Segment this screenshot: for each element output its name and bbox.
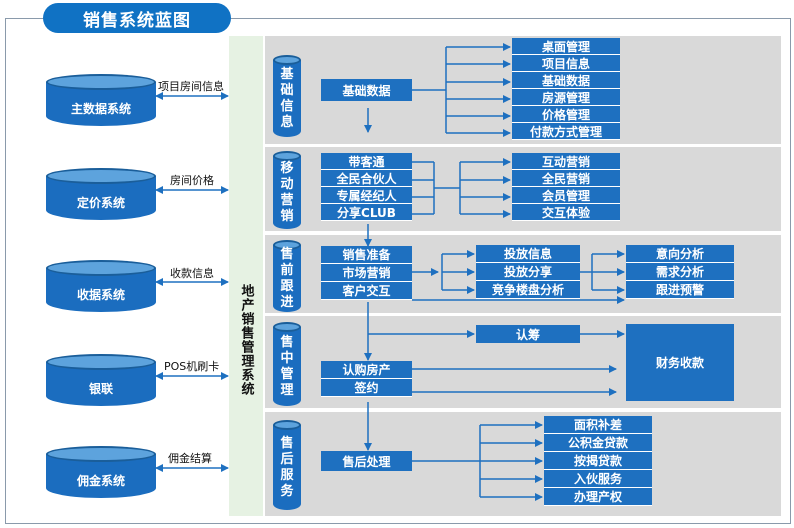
subscribe-box: 认筹 xyxy=(476,325,580,343)
pre-sale-middle-item: 竞争楼盘分析 xyxy=(476,281,580,299)
mobile-output-item: 交互体验 xyxy=(512,204,620,221)
external-system-label: 收据系统 xyxy=(76,287,125,302)
pre-sale-output-item: 跟进预警 xyxy=(626,281,734,299)
mobile-input-item: 分享CLUB xyxy=(321,204,412,221)
external-system-pricing: 定价系统 xyxy=(46,168,156,220)
pre-sale-output-item: 意向分析 xyxy=(626,245,734,263)
basic-output-item: 桌面管理 xyxy=(512,38,620,55)
basic-output-item: 项目信息 xyxy=(512,55,620,72)
external-system-receipt: 收据系统 xyxy=(46,260,156,312)
center-system-column xyxy=(229,36,263,516)
pre-sale-input-item: 客户交互 xyxy=(321,282,412,300)
mobile-input-item: 全民合伙人 xyxy=(321,170,412,187)
pre-sale-middle-item: 投放信息 xyxy=(476,245,580,263)
section-pre-sale-label: 售前跟进 xyxy=(273,240,301,312)
pre-sale-input-item: 市场营销 xyxy=(321,264,412,282)
external-system-label: 定价系统 xyxy=(76,195,125,210)
center-system-label: 地产销售管理系统 xyxy=(238,284,254,396)
section-label-text: 售后服务 xyxy=(280,436,294,499)
external-system-label: 佣金系统 xyxy=(76,473,125,488)
section-label-text: 移动营销 xyxy=(280,161,294,224)
pre-sale-input-item: 销售准备 xyxy=(321,246,412,264)
after-sale-output-item: 面积补差 xyxy=(544,416,652,434)
after-sale-output-item: 公积金贷款 xyxy=(544,434,652,452)
pre-sale-middle-item: 投放分享 xyxy=(476,263,580,281)
external-system-label: 主数据系统 xyxy=(70,101,131,116)
interface-label: 收款信息 xyxy=(170,267,214,280)
after-sale-output-item: 按揭贷款 xyxy=(544,452,652,470)
mobile-input-item: 专属经纪人 xyxy=(321,187,412,204)
external-system-unionpay: 银联 xyxy=(46,354,156,406)
interface-label: 佣金结算 xyxy=(168,452,212,465)
section-mobile-label: 移动营销 xyxy=(273,151,301,229)
section-label-text: 基础信息 xyxy=(280,67,294,130)
basic-data-input: 基础数据 xyxy=(321,79,412,101)
interface-label: 房间价格 xyxy=(170,174,214,187)
basic-output-item: 房源管理 xyxy=(512,89,620,106)
basic-output-item: 价格管理 xyxy=(512,106,620,123)
mobile-output-item: 互动营销 xyxy=(512,153,620,170)
external-system-label: 银联 xyxy=(88,381,113,396)
external-system-master-data: 主数据系统 xyxy=(46,74,156,126)
section-label-text: 售中管理 xyxy=(280,335,294,398)
external-system-commission: 佣金系统 xyxy=(46,446,156,498)
mobile-output-item: 会员管理 xyxy=(512,187,620,204)
mobile-input-item: 带客通 xyxy=(321,153,412,170)
basic-output-item: 基础数据 xyxy=(512,72,620,89)
section-after-sale-label: 售后服务 xyxy=(273,420,301,510)
mobile-output-item: 全民营销 xyxy=(512,170,620,187)
in-sale-input-item: 签约 xyxy=(321,379,412,397)
basic-output-item: 付款方式管理 xyxy=(512,123,620,140)
pre-sale-output-item: 需求分析 xyxy=(626,263,734,281)
in-sale-input-item: 认购房产 xyxy=(321,361,412,379)
finance-collection-box: 财务收款 xyxy=(626,324,734,401)
diagram-title: 销售系统蓝图 xyxy=(43,3,231,33)
interface-label: POS机刷卡 xyxy=(164,360,220,373)
section-basic-label: 基础信息 xyxy=(273,55,301,137)
diagram-frame xyxy=(5,18,791,524)
after-sale-input: 售后处理 xyxy=(321,451,412,471)
after-sale-output-item: 办理产权 xyxy=(544,488,652,506)
section-label-text: 售前跟进 xyxy=(280,247,294,310)
interface-label: 项目房间信息 xyxy=(158,80,224,93)
after-sale-output-item: 入伙服务 xyxy=(544,470,652,488)
section-in-sale-label: 售中管理 xyxy=(273,322,301,406)
